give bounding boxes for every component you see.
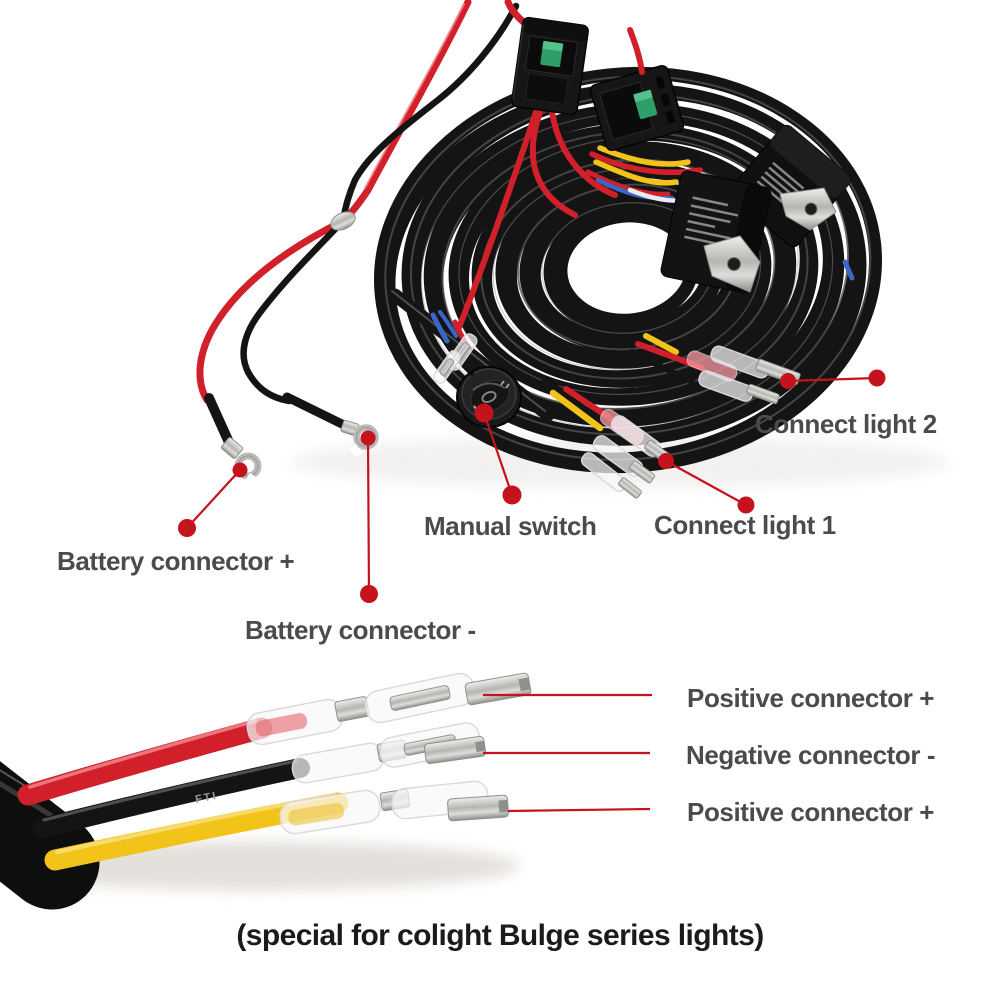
light-1-connector-bundle: [541, 376, 672, 499]
caption-text: (special for colight Bulge series lights…: [236, 919, 764, 952]
label-positive-connector-top: Positive connector +: [687, 683, 935, 713]
relay-2: [660, 170, 772, 294]
fuse-holder-1: [511, 16, 589, 116]
label-connect-light-1: Connect light 1: [654, 510, 836, 540]
wire-clip: [330, 211, 356, 231]
wire-print-text: FTI: [194, 790, 218, 806]
label-manual-switch: Manual switch: [424, 511, 597, 541]
leader-manual-switch: [474, 403, 522, 505]
rocker-switch: [456, 366, 522, 428]
connector-closeup: FTI: [0, 672, 532, 910]
positive-wire-top: [17, 717, 273, 806]
negative-wire: [32, 758, 310, 838]
cable-sheath: [0, 761, 100, 910]
manual-switch-assembly: [430, 310, 522, 428]
label-battery-positive: Battery connector +: [57, 546, 295, 576]
label-negative-connector: Negative connector -: [686, 740, 936, 770]
label-connect-light-2: Connect light 2: [755, 409, 937, 439]
light-2-connector-bundle: [629, 333, 801, 405]
leader-positive-bottom: [507, 807, 651, 813]
label-battery-negative: Battery connector -: [245, 615, 476, 645]
label-positive-connector-bottom: Positive connector +: [687, 797, 935, 827]
callout-leaders: [178, 369, 886, 813]
battery-positive-ring-terminal: [220, 437, 262, 488]
leader-battery-negative: [360, 430, 378, 603]
leader-connect-light-2: [780, 369, 886, 389]
leader-connect-light-1: [658, 453, 755, 514]
leader-battery-positive: [178, 462, 248, 537]
battery-negative-sleeve: [282, 392, 349, 430]
fuse-holder-2: [589, 64, 685, 152]
battery-negative-ring-terminal: [340, 419, 379, 458]
blue-wire-tip: [842, 259, 855, 281]
fuse2-input-wire: [627, 27, 645, 75]
relay-socket-wires: [585, 145, 703, 203]
fuse-output-wires: [455, 109, 618, 333]
